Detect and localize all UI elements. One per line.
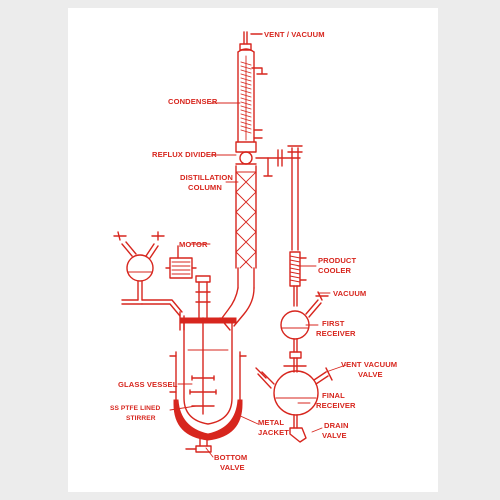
condenser-and-column	[219, 31, 301, 331]
reactor-vessel	[169, 275, 247, 453]
label-product-cooler-2: COOLER	[318, 266, 352, 275]
first-receiver	[280, 291, 329, 373]
label-distillation-2: COLUMN	[188, 183, 222, 192]
label-bottom-valve-1: BOTTOM	[214, 453, 247, 462]
column-packing	[235, 171, 257, 269]
label-reflux-divider: REFLUX DIVIDER	[152, 150, 217, 159]
label-final-receiver-1: FINAL	[322, 391, 345, 400]
label-first-receiver-1: FIRST	[322, 319, 345, 328]
label-first-receiver-2: RECEIVER	[316, 329, 356, 338]
labels: VENT / VACUUM CONDENSER REFLUX DIVIDER D…	[110, 30, 397, 472]
product-cooler	[289, 251, 307, 287]
label-condenser: CONDENSER	[168, 97, 218, 106]
label-distillation-1: DISTILLATION	[180, 173, 233, 182]
label-metal-jacket-2: JACKET	[258, 428, 289, 437]
label-drain-valve-2: VALVE	[322, 431, 347, 440]
label-vent-vacuum-valve-2: VALVE	[358, 370, 383, 379]
leader-lines	[169, 33, 347, 458]
label-vacuum: VACUUM	[333, 289, 366, 298]
condenser-coil	[240, 55, 252, 141]
diagram-card	[68, 8, 438, 492]
label-vent-vacuum: VENT / VACUUM	[264, 30, 325, 39]
motor	[165, 245, 197, 279]
label-ss-ptfe-2: STIRRER	[126, 415, 156, 422]
reflux-divider	[235, 141, 301, 177]
product-line	[287, 145, 307, 307]
metal-jacket	[169, 351, 247, 441]
label-product-cooler-1: PRODUCT	[318, 256, 357, 265]
label-final-receiver-2: RECEIVER	[316, 401, 356, 410]
label-drain-valve-1: DRAIN	[324, 421, 349, 430]
label-vent-vacuum-valve-1: VENT VACUUM	[341, 360, 397, 369]
stirrer	[189, 317, 217, 415]
final-receiver	[255, 367, 333, 443]
label-metal-jacket-1: METAL	[258, 418, 284, 427]
label-motor: MOTOR	[179, 240, 208, 249]
bottom-valve	[185, 435, 212, 453]
label-ss-ptfe-1: SS PTFE LINED	[110, 405, 161, 412]
label-bottom-valve-2: VALVE	[220, 463, 245, 472]
charging-flask	[113, 231, 185, 331]
label-glass-vessel: GLASS VESSEL	[118, 380, 178, 389]
